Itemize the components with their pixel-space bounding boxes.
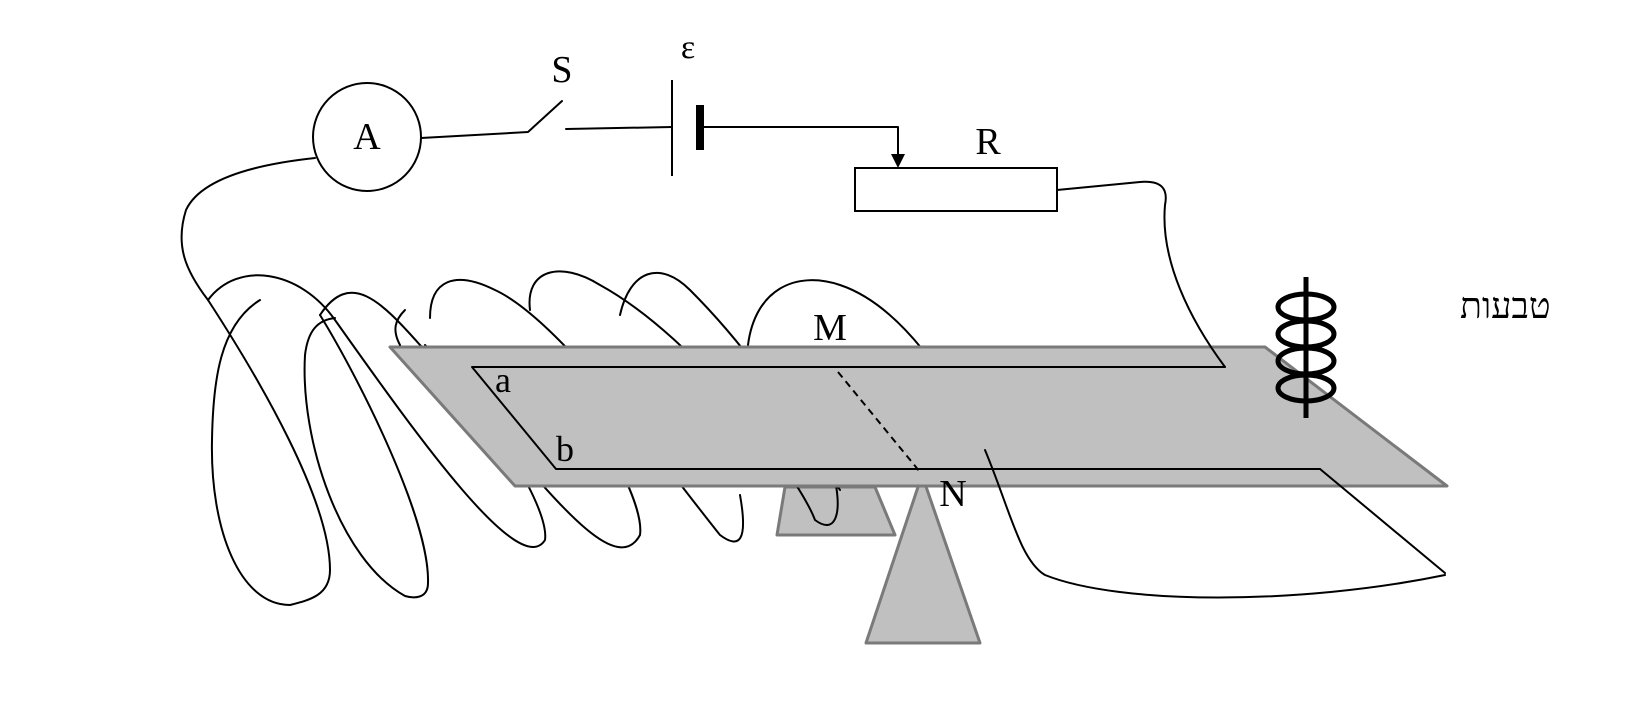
rings (1275, 277, 1337, 418)
emf-label: ε (681, 29, 695, 66)
ammeter-label: A (353, 116, 381, 158)
coil-front-strokes (207, 180, 1446, 606)
resistor (854, 167, 1058, 212)
point-m-label: M (813, 307, 847, 349)
switch-label: S (551, 49, 572, 91)
upper-circuit-wires (180, 100, 899, 301)
rings-label: טבעות (1460, 286, 1551, 326)
pivot-support (864, 473, 982, 645)
rail-a (471, 366, 1321, 470)
rail-a-label: a (495, 360, 511, 400)
board (388, 345, 1449, 488)
resistor-label: R (975, 121, 1001, 163)
point-n-label: N (939, 473, 966, 515)
slider-arrow-head (891, 154, 905, 168)
ammeter (312, 82, 422, 192)
rail-b-extension (1319, 468, 1446, 574)
rail-b-label: b (556, 429, 574, 469)
sliding-rod-mn (837, 371, 921, 473)
rear-support (775, 485, 897, 537)
